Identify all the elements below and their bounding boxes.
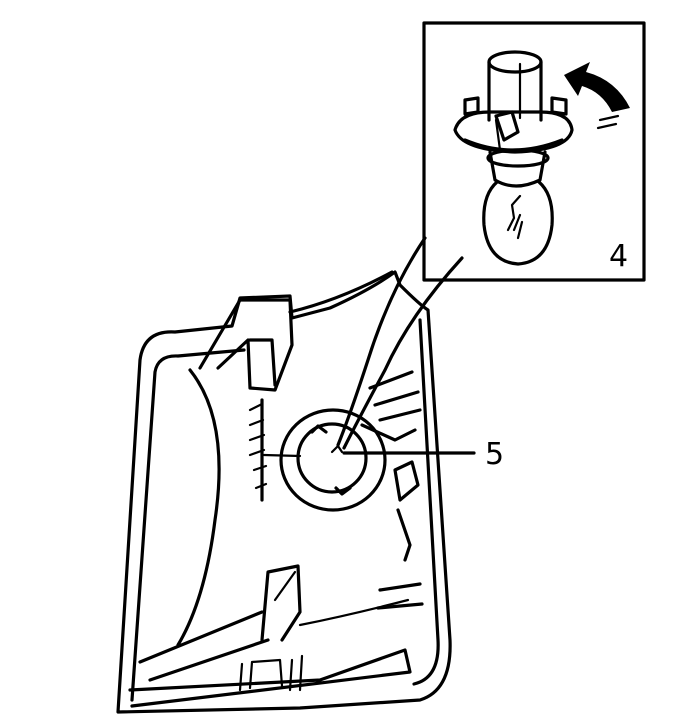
callout-label-4: 4 <box>609 239 628 274</box>
inset-frame <box>422 21 646 282</box>
bulb-inset-panel: 4 <box>422 21 646 282</box>
socket-opening <box>279 408 387 512</box>
callout-5-pointer: 5 <box>342 437 504 472</box>
callout-label-5: 5 <box>485 437 504 472</box>
bulb-and-socket <box>453 50 574 266</box>
rotation-arrow-icon <box>564 62 630 130</box>
inset-leader-lines <box>330 236 464 454</box>
